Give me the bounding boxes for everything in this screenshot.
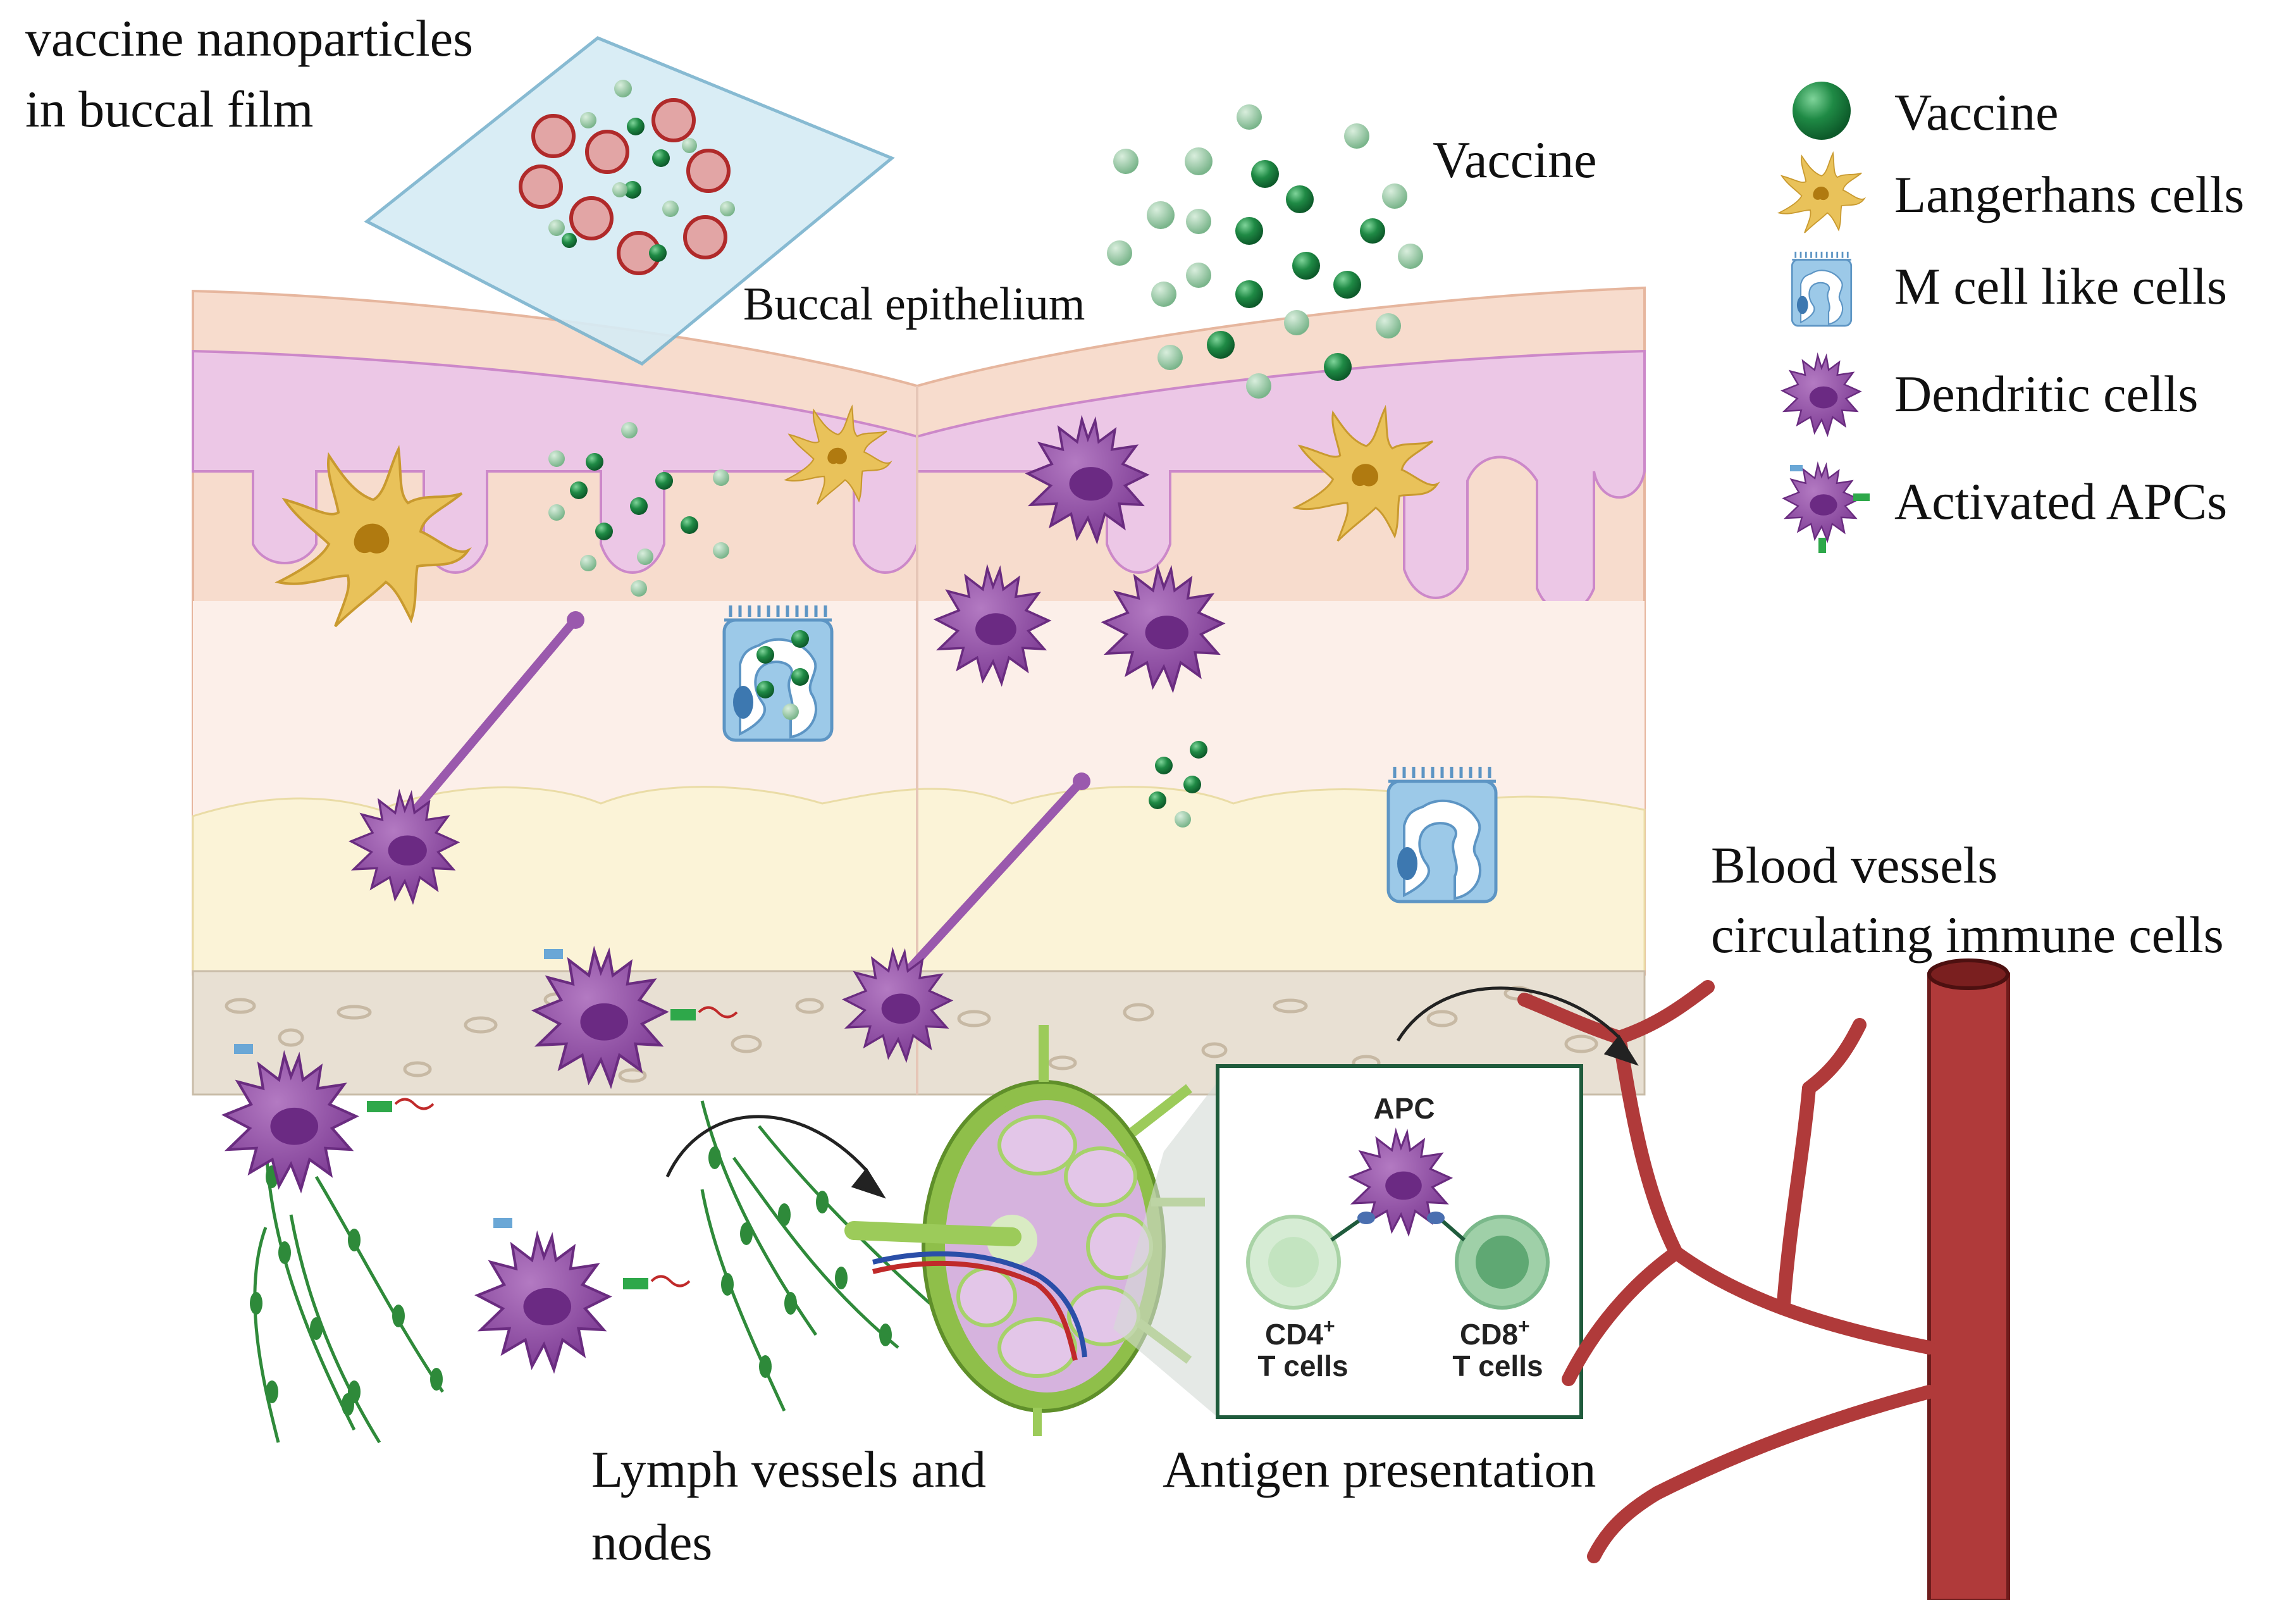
legend-label: M cell like cells	[1894, 257, 2227, 315]
m-cell	[724, 605, 832, 740]
legend-item: Dendritic cells	[1781, 354, 2198, 436]
legend-item: Activated APCs	[1782, 463, 2227, 553]
dendritic-cell-icon	[1781, 354, 1861, 436]
buccal-film	[364, 36, 895, 366]
film-label-line1: vaccine nanoparticles	[25, 9, 473, 67]
legend-item: Vaccine	[1793, 82, 2059, 141]
lymph-vessel-nodes	[250, 1146, 892, 1416]
lymph-label-line2: nodes	[591, 1513, 712, 1571]
zoom-cone	[1113, 1082, 1218, 1417]
vaccine-label: Vaccine	[1433, 131, 1597, 189]
blood-label-line2: circulating immune cells	[1711, 906, 2224, 964]
inset-apc-label: APC	[1373, 1092, 1435, 1125]
activated-apc-icon	[1782, 463, 1870, 553]
antigen-presentation-label: Antigen presentation	[1163, 1441, 1596, 1498]
vaccine-particle-icon	[1793, 82, 1851, 140]
legend-label: Langerhans cells	[1894, 166, 2244, 223]
lamina-layer	[192, 349, 1646, 614]
activated-apc	[478, 1218, 691, 1370]
afferent-vessel	[844, 1221, 1021, 1246]
migrating-dendritic-cell	[350, 611, 584, 903]
nanoparticles	[519, 98, 731, 275]
film-sheet	[364, 36, 895, 366]
arrows	[665, 986, 1639, 1199]
legend: Vaccine Langerhans cells M cell like cel…	[1778, 82, 2244, 553]
main-blood-vessel	[1927, 972, 2010, 1600]
legend-label: Dendritic cells	[1894, 365, 2198, 423]
film-label-line2: in buccal film	[25, 80, 313, 138]
lymph-vessels	[253, 1100, 931, 1444]
film-vaccine-particles	[548, 80, 735, 262]
activated-apc	[225, 1044, 435, 1189]
m-cell	[1388, 767, 1496, 902]
langerhans-cell-icon	[1778, 152, 1865, 233]
antigen-presentation-inset: APC CD4+ T cells CD8+ T cells	[1216, 1064, 1583, 1419]
legend-item: Langerhans cells	[1778, 152, 2244, 233]
legend-item: M cell like cells	[1791, 251, 2227, 327]
blood-label-line1: Blood vessels	[1711, 836, 1997, 894]
legend-label: Activated APCs	[1894, 473, 2227, 530]
m-cell-vaccine	[756, 630, 809, 720]
activated-apc	[534, 949, 738, 1085]
cd8-label: CD8+	[1460, 1315, 1530, 1351]
m-cell-icon	[1791, 251, 1853, 327]
cd4-label: CD4+	[1265, 1315, 1335, 1351]
blood-vessels	[1517, 958, 2010, 1600]
cd8-sub-label: T cells	[1452, 1349, 1543, 1382]
legend-label: Vaccine	[1894, 84, 2059, 141]
tissue-vaccine-particles	[548, 422, 1207, 828]
vaccine-cloud	[1107, 104, 1423, 399]
buccal-epithelium-label: Buccal epithelium	[743, 278, 1085, 330]
cd4-sub-label: T cells	[1257, 1349, 1348, 1382]
lymph-label-line1: Lymph vessels and	[591, 1441, 986, 1498]
migrating-dendritic-cell	[843, 772, 1090, 1061]
